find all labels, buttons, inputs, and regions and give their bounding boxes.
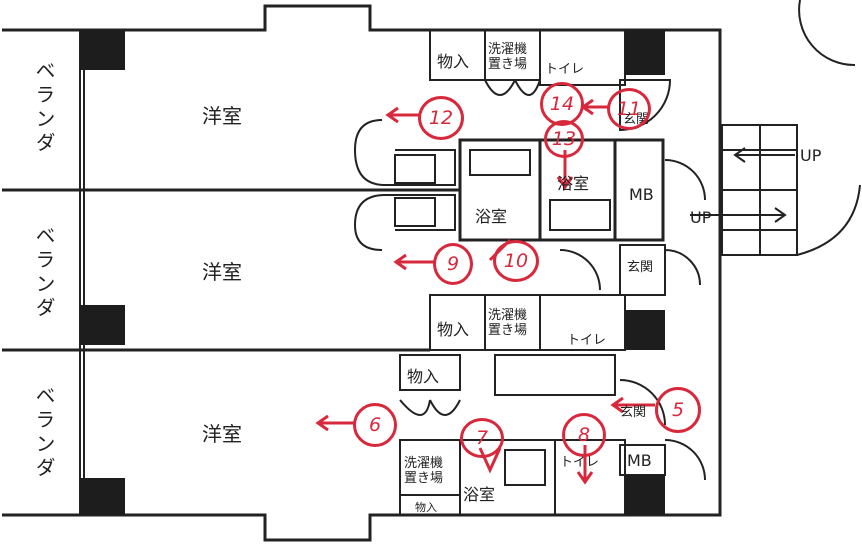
marker-7: 7 xyxy=(460,418,504,458)
marker-13: 13 xyxy=(544,120,584,158)
veranda-label-3: ベランダ xyxy=(32,385,56,481)
toilet-label-3: トイレ xyxy=(560,455,600,470)
up-label-1: UP xyxy=(800,146,822,165)
marker-5: 5 xyxy=(655,387,701,433)
western-room-label-3: 洋室 xyxy=(202,422,242,446)
bath-label-3: 浴室 xyxy=(463,485,496,504)
bath-label-1: 浴室 xyxy=(557,174,590,193)
marker-6: 6 xyxy=(353,403,397,447)
entrance-label-2: 玄関 xyxy=(627,260,654,275)
washer-label-1: 洗濯機 置き場 xyxy=(488,42,528,72)
mb-label-1: MB xyxy=(629,185,654,204)
western-room-label-2: 洋室 xyxy=(202,260,242,284)
marker-10: 10 xyxy=(493,240,539,282)
storage-label-2: 物入 xyxy=(437,320,470,339)
storage-label-3: 物入 xyxy=(407,367,440,386)
washer-label-3: 洗濯機 置き場 xyxy=(404,456,444,486)
marker-9: 9 xyxy=(433,243,473,285)
washer-label-2: 洗濯機 置き場 xyxy=(488,308,528,338)
up-label-2: UP xyxy=(690,208,712,227)
entrance-label-3: 玄関 xyxy=(620,405,647,420)
storage-label-1: 物入 xyxy=(437,52,470,71)
bath-label-2: 浴室 xyxy=(475,207,508,226)
mb-label-2: MB xyxy=(627,451,652,470)
marker-12: 12 xyxy=(418,96,464,140)
toilet-label-1: トイレ xyxy=(545,62,585,77)
veranda-label-1: ベランダ xyxy=(32,60,56,156)
toilet-label-2: トイレ xyxy=(567,333,607,348)
western-room-label-1: 洋室 xyxy=(202,104,242,128)
marker-8: 8 xyxy=(562,413,606,457)
storage-label-4: 物入 xyxy=(415,501,437,514)
veranda-label-2: ベランダ xyxy=(32,225,56,321)
marker-11: 11 xyxy=(607,88,651,130)
